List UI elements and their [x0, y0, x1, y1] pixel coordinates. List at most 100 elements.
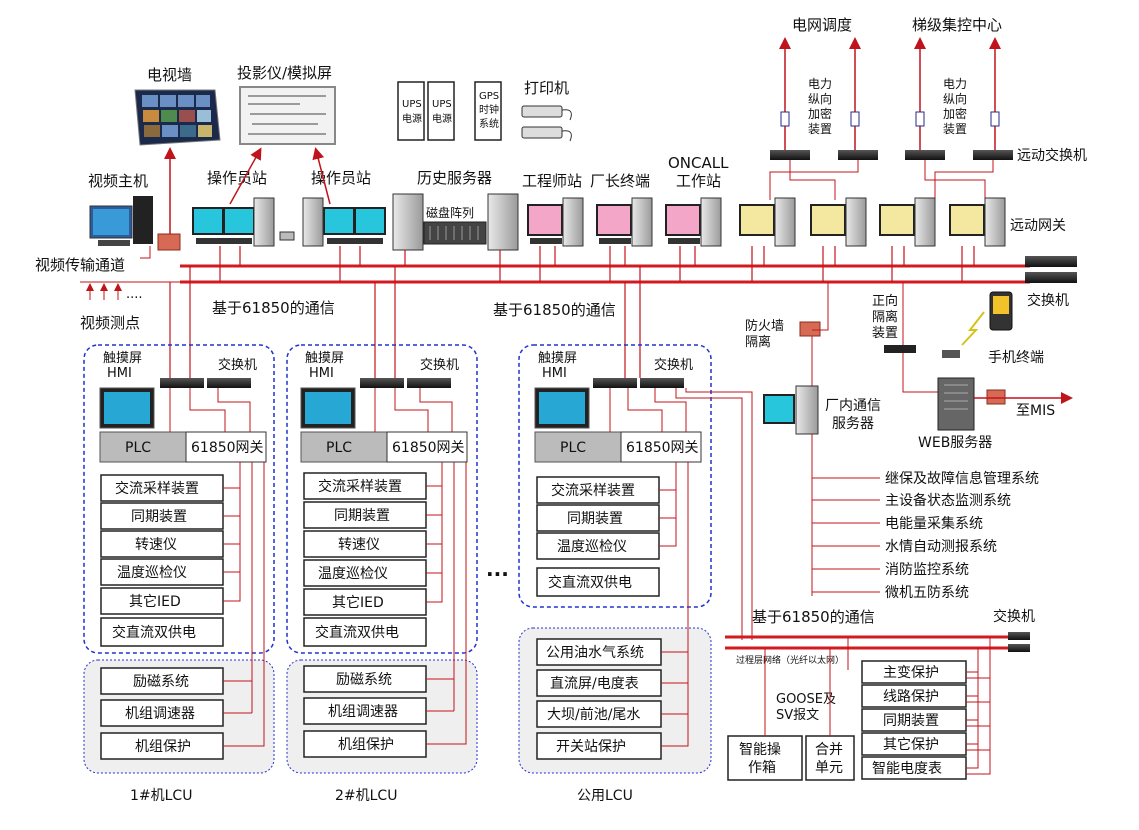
video-host-label: 视频主机 [88, 172, 148, 190]
web-server-icon [937, 377, 975, 431]
switch-label: 交换机 [218, 357, 257, 373]
svg-text:PLC: PLC [560, 440, 586, 456]
comm-61850-label-b: 基于61850的通信 [493, 301, 616, 319]
remote-switch-icon [838, 150, 878, 160]
firewall-icon [986, 389, 1006, 405]
svg-text:消防监控系统: 消防监控系统 [885, 562, 969, 578]
svg-text:公用油水气系统: 公用油水气系统 [546, 645, 644, 661]
oncall-station-pc [665, 197, 722, 247]
svg-text:交直流双供电: 交直流双供电 [548, 574, 632, 591]
projector-screen: 投影仪/模拟屏 [237, 64, 336, 145]
director-terminal-pc [596, 197, 653, 247]
op-station-2 [279, 197, 386, 247]
svg-text:HMI: HMI [309, 366, 334, 381]
svg-text:励磁系统: 励磁系统 [336, 672, 392, 688]
svg-text:大坝/前池/尾水: 大坝/前池/尾水 [547, 706, 640, 723]
svg-text:装置: 装置 [872, 326, 898, 341]
remote-gateway-pcs [739, 197, 1006, 247]
hmi-screen-icon [104, 392, 150, 424]
svg-text:系统: 系统 [479, 117, 499, 130]
cascade-center-label: 梯级集控中心 [912, 16, 1002, 34]
svg-text:作箱: 作箱 [748, 760, 776, 776]
engineer-station-label: 工程师站 [522, 172, 582, 190]
svg-text:隔离: 隔离 [745, 334, 771, 350]
svg-text:智能电度表: 智能电度表 [872, 761, 942, 777]
op-station-1 [192, 197, 275, 247]
svg-text:电源: 电源 [402, 112, 422, 125]
lcu-1: 触摸屏 HMI 交换机 PLC 61850网关 交流采样装置 同期装置 转速仪 … [83, 344, 275, 804]
firewall-icon [799, 321, 821, 337]
svg-text:加密: 加密 [943, 106, 967, 121]
svg-text:其它IED: 其它IED [332, 594, 384, 611]
video-channel-label: 视频传输通道 [35, 256, 125, 274]
lcu-1-items: 交流采样装置 同期装置 转速仪 温度巡检仪 其它IED 交直流双供电 励磁系统 … [100, 474, 224, 760]
svg-text:同期装置: 同期装置 [131, 509, 187, 525]
engineer-station-pc [527, 197, 584, 247]
encryptor-icon [850, 111, 860, 127]
video-points-dots: .... [126, 287, 143, 302]
forward-isolation-label: 正向 [872, 293, 898, 309]
merge-unit [805, 735, 855, 781]
remote-switch-label: 远动交换机 [1017, 147, 1087, 164]
svg-text:主设备状态监测系统: 主设备状态监测系统 [885, 492, 1011, 509]
op-station-2-label: 操作员站 [311, 169, 371, 187]
svg-text:电能量采集系统: 电能量采集系统 [885, 515, 983, 532]
lcu-2: 触摸屏 HMI 交换机 PLC 61850网关 交流采样装置 同期装置 转速仪 … [286, 344, 478, 804]
svg-text:电力: 电力 [808, 77, 832, 91]
svg-text:时钟: 时钟 [479, 103, 499, 116]
svg-text:转速仪: 转速仪 [338, 537, 380, 553]
svg-text:同期装置: 同期装置 [334, 508, 390, 524]
printer: 打印机 [521, 79, 572, 142]
svg-text:主变保护: 主变保护 [883, 665, 939, 681]
svg-text:机组调速器: 机组调速器 [328, 704, 398, 720]
to-mis-label: 至MIS [1016, 403, 1055, 419]
disk-array-label: 磁盘阵列 [426, 205, 474, 220]
ups-2-label: UPS [432, 99, 452, 110]
svg-text:温度巡检仪: 温度巡检仪 [557, 539, 627, 555]
hmi-screen-icon [305, 392, 351, 424]
svg-text:其它IED: 其它IED [129, 593, 181, 610]
encrypt-device-label-1: 电力 纵向 加密 装置 [808, 77, 832, 136]
lcu-switch-icon [640, 378, 684, 388]
encryptor-icon [915, 111, 925, 127]
svg-text:交换机: 交换机 [654, 357, 693, 373]
lcu-switch-icon [360, 378, 404, 388]
video-channel: 视频传输通道 .... 视频测点 [35, 233, 181, 332]
video-host-pc [89, 196, 153, 246]
tv-wall: 电视墙 [134, 66, 221, 146]
bottom-switch-icon [1008, 632, 1030, 640]
web-server-label: WEB服务器 [918, 435, 992, 451]
svg-text:同期装置: 同期装置 [883, 713, 939, 729]
lcu-ellipsis: ... [486, 557, 509, 581]
process-network-label: 过程层网络（光纤以太网） [736, 654, 844, 666]
svg-text:电源: 电源 [432, 112, 452, 125]
router-icon [942, 350, 960, 358]
grid-dispatch-label: 电网调度 [792, 16, 852, 34]
isolation-device-icon [884, 345, 916, 353]
oncall-label-line1: ONCALL [668, 154, 729, 172]
gps-label: GPS [479, 91, 499, 102]
svg-text:继保及故障信息管理系统: 继保及故障信息管理系统 [885, 470, 1039, 487]
plant-comm-server-label: 厂内通信 [825, 398, 881, 414]
grid-dispatch-group: 电网调度 梯级集控中心 电力 纵向 加密 装置 电力 纵向 加密 装置 远动交换… [769, 16, 1087, 200]
main-switch-label: 交换机 [1027, 292, 1069, 309]
oncall-label-line2: 工作站 [676, 172, 721, 190]
lcu-2-items: 交流采样装置 同期装置 转速仪 温度巡检仪 其它IED 交直流双供电 励磁系统 … [303, 472, 427, 758]
lcu-1-label: 1#机LCU [130, 788, 192, 804]
svg-text:交换机: 交换机 [420, 357, 459, 373]
common-lcu-items: 交流采样装置 同期装置 温度巡检仪 交直流双供电 公用油水气系统 直流屏/电度表… [536, 476, 662, 760]
history-server [392, 193, 519, 251]
systems-list: 继保及故障信息管理系统 主设备状态监测系统 电能量采集系统 水情自动测报系统 消… [812, 470, 1039, 601]
svg-text:HMI: HMI [542, 366, 567, 381]
svg-text:单元: 单元 [815, 760, 843, 776]
svg-text:服务器: 服务器 [832, 416, 874, 432]
svg-text:机组调速器: 机组调速器 [125, 706, 195, 722]
gateway-label: 61850网关 [191, 440, 264, 456]
svg-text:微机五防系统: 微机五防系统 [885, 585, 969, 601]
director-terminal-label: 厂长终端 [590, 172, 650, 190]
printer-label: 打印机 [524, 79, 569, 97]
lcu-common: 触摸屏 HMI 交换机 PLC 61850网关 交流采样装置 同期装置 温度巡检… [518, 344, 712, 804]
comm-61850-label-a: 基于61850的通信 [212, 299, 335, 317]
svg-text:装置: 装置 [943, 122, 967, 136]
main-switch-icon [1025, 272, 1077, 283]
